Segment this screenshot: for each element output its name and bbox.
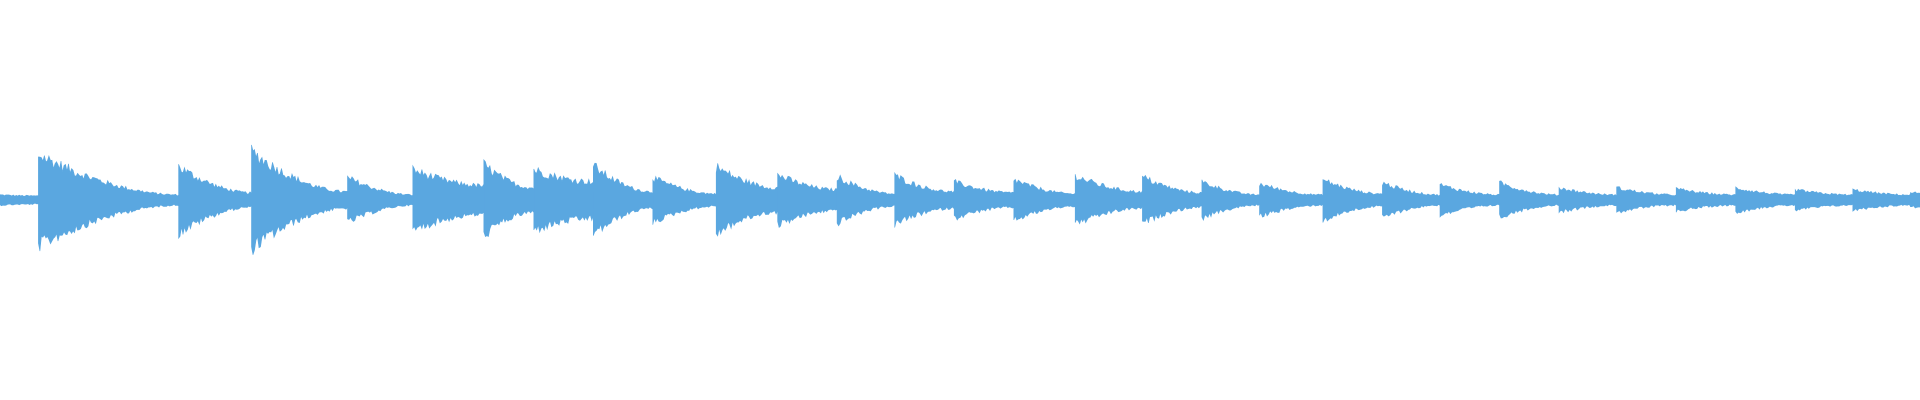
waveform-segment: [1499, 180, 1560, 219]
waveform-segment: [1439, 183, 1500, 218]
waveform-segment: [953, 179, 1015, 221]
waveform-segment: [178, 164, 252, 240]
waveform-segment: [1322, 179, 1383, 223]
waveform-segment: [38, 155, 179, 252]
waveform-segment: [1259, 182, 1324, 218]
waveform-segment: [652, 175, 717, 225]
waveform-segment: [412, 164, 485, 231]
waveform-segment: [1852, 188, 1911, 212]
waveform-segment: [1616, 186, 1677, 214]
waveform-segment: [1013, 178, 1076, 221]
waveform-segment: [1558, 186, 1617, 214]
waveform-segment: [715, 163, 778, 237]
waveform-segment: [347, 175, 414, 222]
waveform-segment: [1142, 174, 1203, 223]
waveform-segment: [1675, 186, 1736, 213]
waveform-segment: [0, 194, 39, 207]
waveform-segment: [836, 174, 895, 227]
waveform-segment: [777, 172, 838, 228]
waveform-segment: [533, 166, 594, 234]
waveform-segment: [894, 171, 955, 228]
waveform-segment: [1074, 174, 1143, 225]
waveform-segment: [593, 162, 654, 236]
waveform-segment: [483, 158, 535, 238]
waveform-segment: [251, 144, 348, 255]
waveform-segment: [1910, 191, 1920, 209]
waveform-segment: [1794, 188, 1854, 212]
waveform-segment: [1201, 179, 1260, 222]
waveform-segment: [1382, 181, 1441, 217]
waveform-segment: [1735, 186, 1796, 214]
